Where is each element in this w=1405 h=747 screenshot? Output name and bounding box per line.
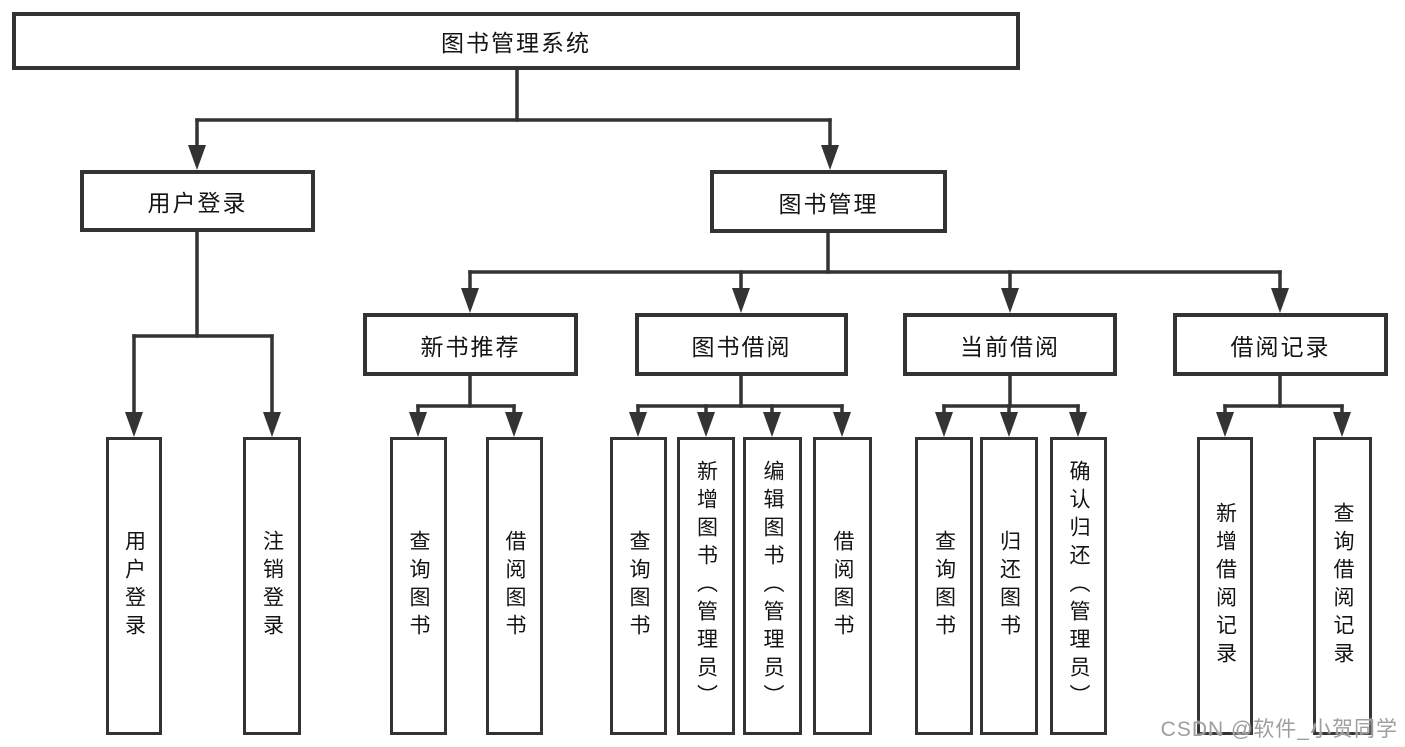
node-label: 当前借阅 xyxy=(960,333,1060,360)
node-label: 确认归还（管理员） xyxy=(1067,460,1090,712)
node-label: 新书推荐 xyxy=(420,333,521,360)
leaf-query-borrow-record: 查询借阅记录 xyxy=(1313,437,1372,735)
leaf-logout: 注销登录 xyxy=(243,437,301,735)
node-label: 注销登录 xyxy=(260,530,284,642)
leaf-return-books: 归还图书 xyxy=(980,437,1038,735)
node-label: 图书管理系统 xyxy=(441,30,591,56)
node-label: 查询借阅记录 xyxy=(1331,502,1354,670)
leaf-confirm-return-admin: 确认归还（管理员） xyxy=(1050,437,1107,735)
node-label: 查询图书 xyxy=(627,530,650,642)
node-label: 查询图书 xyxy=(932,530,956,642)
node-new-book-recommend: 新书推荐 xyxy=(363,313,578,376)
node-label: 编辑图书（管理员） xyxy=(761,460,784,712)
csdn-watermark: CSDN @软件_小贺同学 xyxy=(1160,718,1398,741)
node-label: 新增借阅记录 xyxy=(1213,502,1237,670)
node-label: 归还图书 xyxy=(997,530,1021,642)
node-label: 借阅图书 xyxy=(503,530,526,642)
node-label: 借阅记录 xyxy=(1230,333,1331,360)
leaf-add-books-admin: 新增图书（管理员） xyxy=(677,437,735,735)
node-label: 图书借阅 xyxy=(691,333,792,360)
node-label: 用户登录 xyxy=(122,530,146,642)
leaf-user-login: 用户登录 xyxy=(106,437,162,735)
leaf-edit-books-admin: 编辑图书（管理员） xyxy=(743,437,802,735)
node-book-borrowing: 图书借阅 xyxy=(635,313,848,376)
leaf-newbook-borrow-books: 借阅图书 xyxy=(486,437,543,735)
arrowheads xyxy=(125,145,1351,437)
node-label: 用户登录 xyxy=(147,190,248,216)
leaf-newbook-query-books: 查询图书 xyxy=(390,437,447,735)
node-book-management: 图书管理 xyxy=(710,170,947,233)
node-library-management-system: 图书管理系统 xyxy=(12,12,1020,70)
leaf-borrowing-borrow-books: 借阅图书 xyxy=(813,437,872,735)
node-label: 新增图书（管理员） xyxy=(694,460,718,712)
node-current-borrowing: 当前借阅 xyxy=(903,313,1117,376)
leaf-current-query-books: 查询图书 xyxy=(915,437,973,735)
leaf-borrowing-query-books: 查询图书 xyxy=(610,437,667,735)
node-borrowing-records: 借阅记录 xyxy=(1173,313,1388,376)
node-label: 借阅图书 xyxy=(831,530,854,642)
leaf-add-borrow-record: 新增借阅记录 xyxy=(1197,437,1253,735)
node-label: 图书管理 xyxy=(778,190,879,217)
node-user-login: 用户登录 xyxy=(80,170,315,232)
node-label: 查询图书 xyxy=(407,530,430,642)
